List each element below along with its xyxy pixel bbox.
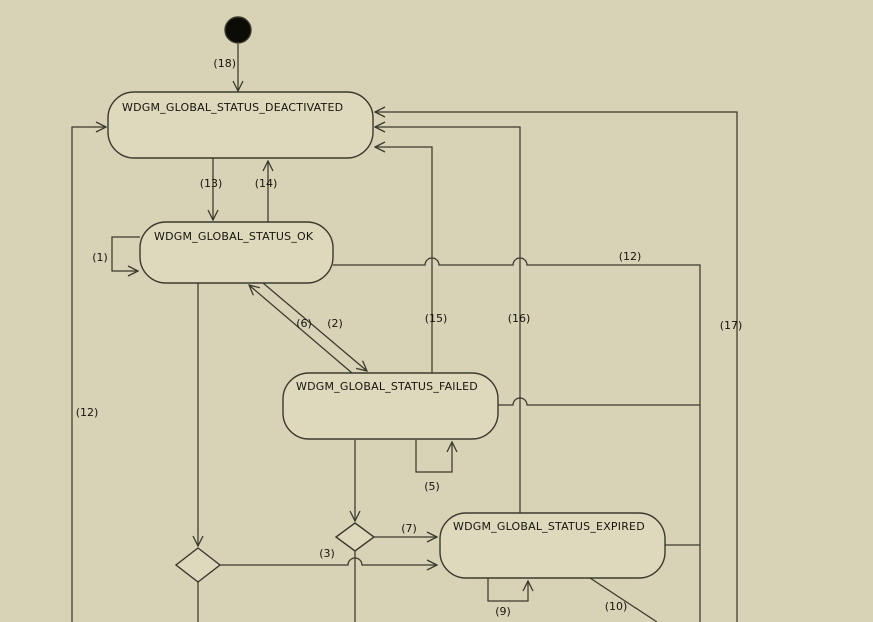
transition-12-left-label: (12) [76,406,99,419]
state-deactivated-shape [107,91,374,159]
state-failed-label: WDGM_GLOBAL_STATUS_FAILED [296,380,478,393]
transition-17-line [375,112,738,622]
transition-6-line [249,285,353,374]
transition-15-label: (15) [425,312,448,325]
initial-state-node [224,16,252,44]
transition-12-right-line [333,257,701,622]
transition-15-line [375,147,433,373]
transition-1-self-loop [111,236,140,271]
transition-12-right-label: (12) [619,250,642,263]
transition-10-label: (10) [605,600,628,613]
transition-3-label: (3) [319,547,335,560]
state-ok: WDGM_GLOBAL_STATUS_OK [139,221,334,284]
state-failed: WDGM_GLOBAL_STATUS_FAILED [282,372,499,440]
transition-14-label: (14) [255,177,278,190]
transitions [71,44,738,622]
state-deactivated: WDGM_GLOBAL_STATUS_DEACTIVATED [107,91,374,159]
transition-5-self-loop [415,440,452,473]
state-expired-shape [439,512,666,579]
transition-12-failed-branch [498,397,700,406]
transition-labels: (18) (13) (14) (1) (12) (6) (2) (15) (16… [76,57,743,618]
transition-13-label: (13) [200,177,223,190]
choice-point-2 [334,522,376,552]
state-ok-label: WDGM_GLOBAL_STATUS_OK [154,230,314,243]
transition-9-label: (9) [495,605,511,618]
transition-18-label: (18) [213,57,236,70]
state-expired: WDGM_GLOBAL_STATUS_EXPIRED [439,512,666,579]
transition-16-line [375,127,521,513]
transition-2-label: (2) [327,317,343,330]
transition-9-self-loop [487,578,528,602]
state-deactivated-label: WDGM_GLOBAL_STATUS_DEACTIVATED [122,101,343,114]
transition-1-label: (1) [92,251,108,264]
transition-2-line [262,282,367,371]
state-ok-shape [139,221,334,284]
transition-17-label: (17) [720,319,743,332]
state-failed-shape [282,372,499,440]
state-expired-label: WDGM_GLOBAL_STATUS_EXPIRED [453,520,645,533]
transition-7-label: (7) [401,522,417,535]
transition-12-left-line [71,127,106,622]
choice-point-1 [174,547,222,583]
transition-16-label: (16) [508,312,531,325]
transition-5-label: (5) [424,480,440,493]
transition-10-line [589,577,658,622]
transition-6-label: (6) [296,317,312,330]
